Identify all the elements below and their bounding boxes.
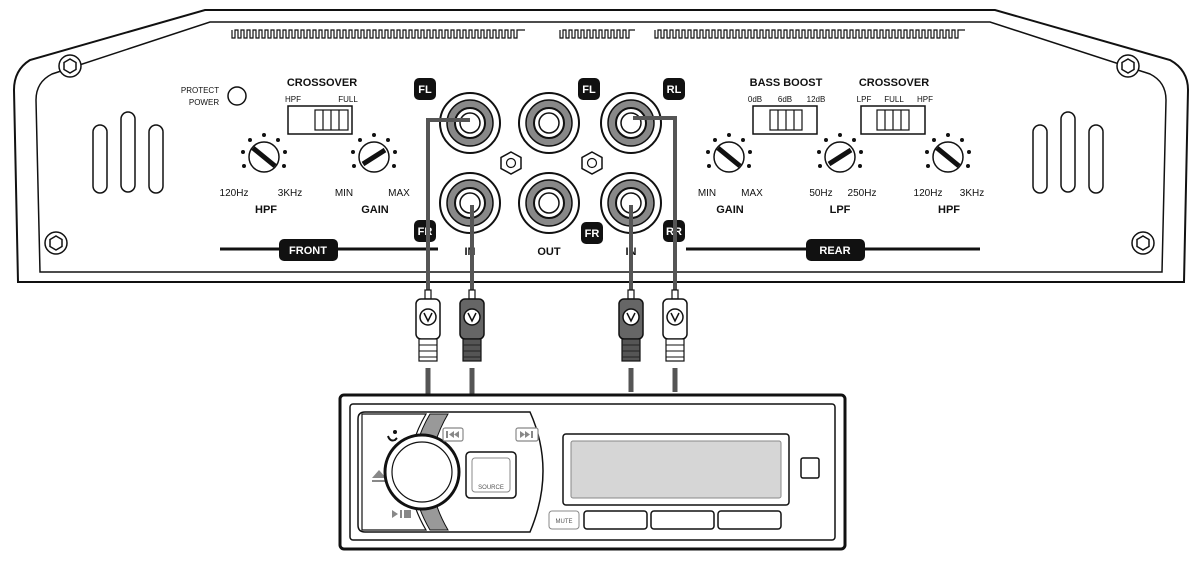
front-crossover-hpf: HPF <box>285 95 301 104</box>
front-crossover-switch[interactable] <box>287 105 353 135</box>
source-button-label: SOURCE <box>478 485 504 491</box>
front-section-badge <box>279 239 338 261</box>
front-hpf-max: 3KHz <box>278 188 302 199</box>
preset-button-3[interactable] <box>717 510 782 530</box>
mounting-screw-icon <box>58 54 82 78</box>
rear-hpf-max: 3KHz <box>960 188 984 199</box>
rear-hpf-min: 120Hz <box>914 188 943 199</box>
front-hpf-label: HPF <box>255 204 277 216</box>
led-label-power: POWER <box>189 98 219 107</box>
jack-badge-fr-out <box>581 222 603 244</box>
heatsink-fins <box>231 29 965 39</box>
front-gain-max: MAX <box>388 188 410 199</box>
detach-release-button[interactable] <box>800 457 820 479</box>
bass-boost-0db: 0dB <box>748 95 762 104</box>
rca-jack-fl-out[interactable] <box>518 92 580 154</box>
jack-badge-fl-out <box>578 78 600 100</box>
preset-button-1[interactable] <box>583 510 648 530</box>
next-track-icon[interactable] <box>515 427 539 442</box>
led-label-protect: PROTECT <box>181 86 219 95</box>
rear-gain-label: GAIN <box>716 204 744 216</box>
eject-icon[interactable] <box>372 470 386 482</box>
jack-label-fl-in: FL <box>418 84 432 96</box>
front-gain-min: MIN <box>335 188 353 199</box>
jack-badge-rl-in <box>663 78 685 100</box>
front-hpf-knob[interactable] <box>241 133 287 173</box>
front-hpf-min: 120Hz <box>220 188 249 199</box>
front-crossover-title: CROSSOVER <box>287 77 357 89</box>
rear-crossover-hpf: HPF <box>917 95 933 104</box>
bass-boost-title: BASS BOOST <box>750 77 823 89</box>
bass-boost-switch[interactable] <box>752 105 818 135</box>
jack-label-rl-in: RL <box>667 84 682 96</box>
head-unit: SOURCE MUTE <box>338 393 847 551</box>
jack-label-fl-out: FL <box>582 84 596 96</box>
rca-plug-fr[interactable] <box>459 289 485 362</box>
jack-badge-fr-in <box>414 220 436 242</box>
rear-lpf-max: 250Hz <box>848 188 877 199</box>
rca-cables <box>425 116 678 398</box>
rear-lpf-label: LPF <box>830 204 851 216</box>
rear-gain-knob[interactable] <box>706 133 752 173</box>
vent-slots-left <box>92 111 164 194</box>
front-gain-label: GAIN <box>361 204 389 216</box>
jack-label-fr-in: FR <box>418 226 433 238</box>
bass-boost-12db: 12dB <box>807 95 826 104</box>
rca-jack-fr-in[interactable] <box>439 172 501 234</box>
bass-boost-6db: 6dB <box>778 95 792 104</box>
rear-crossover-full: FULL <box>884 95 904 104</box>
rear-crossover-lpf: LPF <box>857 95 872 104</box>
jack-badge-fl-in <box>414 78 436 100</box>
rear-hpf-label: HPF <box>938 204 960 216</box>
prev-track-icon[interactable] <box>442 427 464 442</box>
front-section-label: FRONT <box>289 245 327 257</box>
output-label: OUT <box>537 246 561 258</box>
rca-jack-rr-in[interactable] <box>600 172 662 234</box>
rear-section-badge <box>806 239 865 261</box>
vent-slots-right <box>1032 111 1104 194</box>
phone-icon[interactable] <box>387 430 398 442</box>
front-gain-knob[interactable] <box>351 133 397 173</box>
rca-plug-rr[interactable] <box>618 289 644 362</box>
rca-jack-rl-in[interactable] <box>600 92 662 154</box>
amplifier: PROTECT POWER CROSSOVER HPF FULL 120Hz 3… <box>12 9 1190 283</box>
lcd-display <box>562 433 790 506</box>
rear-lpf-min: 50Hz <box>809 188 832 199</box>
jack-label-fr-out: FR <box>585 228 600 240</box>
protect-power-led <box>227 86 247 106</box>
preset-button-2[interactable] <box>650 510 715 530</box>
source-button[interactable]: SOURCE <box>465 451 517 499</box>
rear-crossover-switch[interactable] <box>860 105 926 135</box>
mounting-screw-icon <box>1131 231 1155 255</box>
rca-jack-fl-in[interactable] <box>439 92 501 154</box>
rear-gain-min: MIN <box>698 188 716 199</box>
hex-nut-icon <box>581 151 603 175</box>
play-stop-icon[interactable] <box>392 510 411 518</box>
rca-plug-rl[interactable] <box>662 289 688 362</box>
mounting-screw-icon <box>44 231 68 255</box>
rear-crossover-title: CROSSOVER <box>859 77 929 89</box>
hex-nut-icon <box>500 151 522 175</box>
rear-hpf-knob[interactable] <box>925 133 971 173</box>
rear-lpf-knob[interactable] <box>817 133 863 173</box>
mounting-screw-icon <box>1116 54 1140 78</box>
front-crossover-full: FULL <box>338 95 358 104</box>
rca-jack-fr-out[interactable] <box>518 172 580 234</box>
rear-section-label: REAR <box>819 245 850 257</box>
rear-gain-max: MAX <box>741 188 763 199</box>
mute-button[interactable]: MUTE <box>548 510 580 530</box>
mute-button-label: MUTE <box>556 519 573 525</box>
rca-plug-fl[interactable] <box>415 289 441 362</box>
